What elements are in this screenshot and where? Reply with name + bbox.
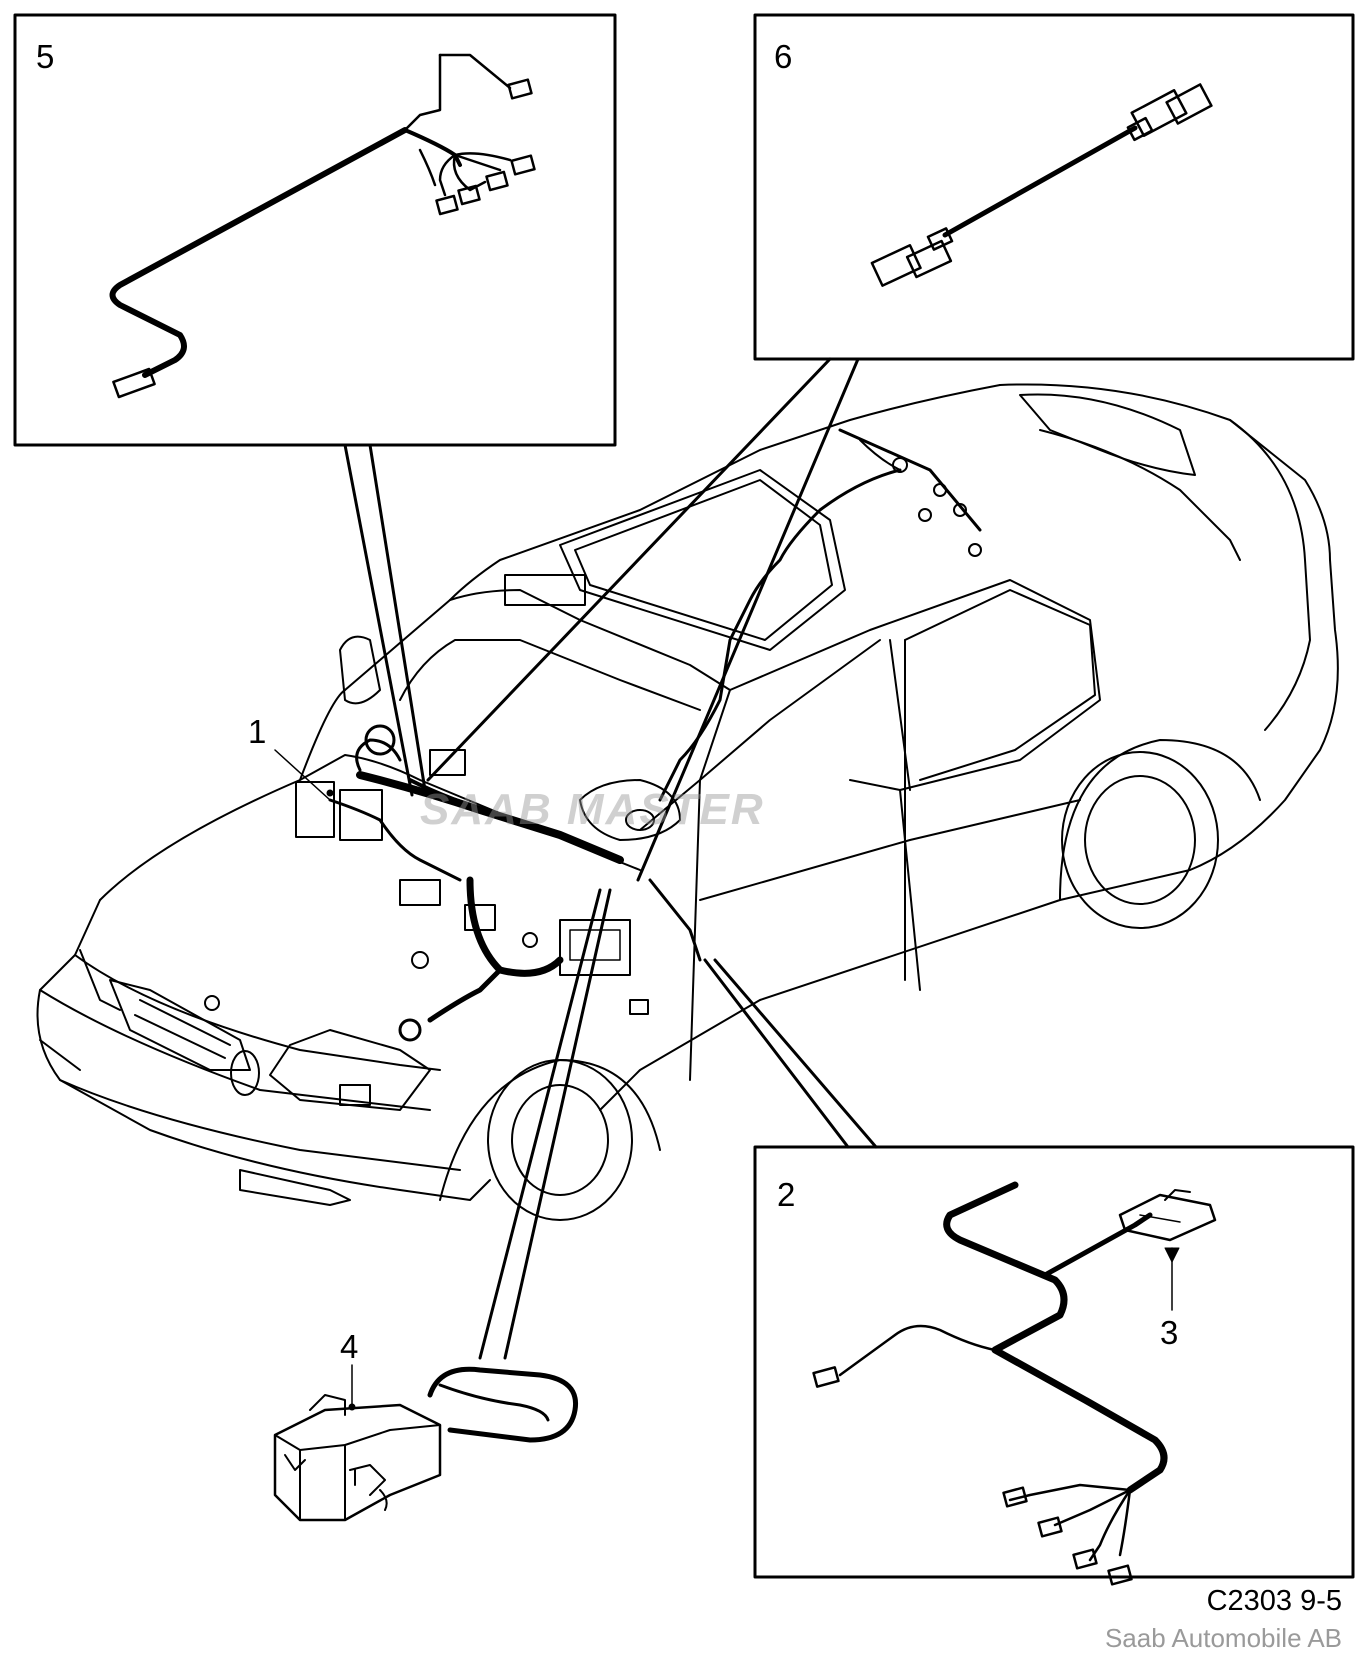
- detail-box-5: [13, 13, 617, 447]
- callout-1: 1: [248, 713, 267, 750]
- detail-box-2: [753, 1145, 1355, 1579]
- callout-3: 3: [1160, 1314, 1179, 1351]
- callout-2: 2: [777, 1176, 796, 1213]
- manufacturer-credit: Saab Automobile AB: [1104, 1623, 1342, 1653]
- detail-box-6: [753, 13, 1355, 361]
- leader-lines: [274, 357, 1173, 1406]
- figure-code: C2303 9-5: [1206, 1585, 1342, 1617]
- callout-5: 5: [36, 38, 55, 75]
- cable-6: [870, 83, 1213, 287]
- callout-6: 6: [774, 38, 793, 75]
- harness-2: [812, 1181, 1217, 1586]
- callout-4: 4: [340, 1328, 359, 1365]
- watermark: SAAB MASTER: [420, 785, 765, 834]
- connector-4: [273, 789, 579, 1522]
- car-harness: [295, 428, 982, 1106]
- car-outline: [36, 383, 1339, 1221]
- harness-5: [109, 53, 536, 399]
